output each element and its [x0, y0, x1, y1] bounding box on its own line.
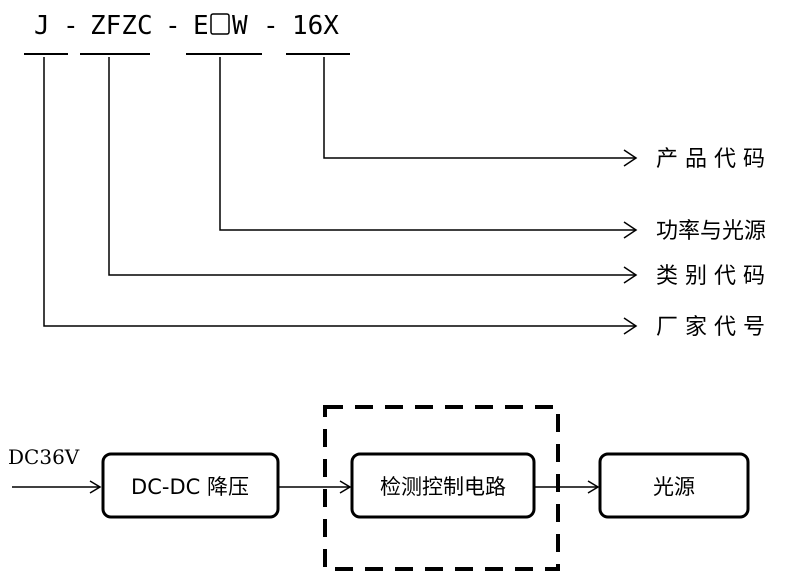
arrow-product: [623, 149, 638, 167]
code-part-16x: 16X: [292, 11, 339, 41]
leader-lines: [43, 57, 638, 335]
code-labels: 产 品 代 码 功率与光源 类 别 代 码 厂 家 代 号: [656, 147, 766, 340]
leader-power: [219, 57, 636, 231]
code-sep-3: -: [263, 11, 279, 41]
control-box-label: 检测控制电路: [380, 475, 506, 499]
label-power-light: 功率与光源: [656, 219, 766, 244]
control-box: [350, 452, 536, 519]
code-sep-1: -: [63, 11, 79, 41]
dcdc-box-label: DC-DC 降压: [131, 475, 249, 499]
model-code: J - ZFZC - E W - 16X: [34, 11, 339, 41]
leader-category: [108, 57, 636, 276]
arrow-control-to-light-head: [587, 480, 600, 494]
arrow-dcdc-to-control-head: [339, 480, 352, 494]
arrow-category: [623, 266, 638, 284]
light-box: [598, 452, 750, 519]
input-arrow-head: [89, 480, 102, 494]
label-category-code: 类 别 代 码: [656, 264, 765, 289]
label-manufacturer-code: 厂 家 代 号: [656, 315, 765, 340]
leader-product: [323, 57, 636, 159]
dashed-frame: [323, 405, 560, 571]
arrow-manufacturer: [623, 317, 638, 335]
dcdc-box: [101, 452, 280, 519]
placeholder-box: [210, 13, 230, 35]
arrow-power: [623, 221, 638, 239]
input-voltage-label: DC36V: [8, 445, 80, 469]
code-part-j: J: [34, 11, 50, 41]
code-part-e: E: [193, 11, 209, 41]
code-part-w: W: [232, 11, 248, 41]
light-box-label: 光源: [653, 475, 695, 499]
label-product-code: 产 品 代 码: [656, 147, 765, 172]
code-part-zfzc: ZFZC: [90, 11, 153, 41]
code-sep-2: -: [165, 11, 181, 41]
block-diagram: DC36V DC-DC 降压 检测控制电路 光源: [8, 405, 750, 571]
leader-manufacturer: [43, 57, 636, 327]
